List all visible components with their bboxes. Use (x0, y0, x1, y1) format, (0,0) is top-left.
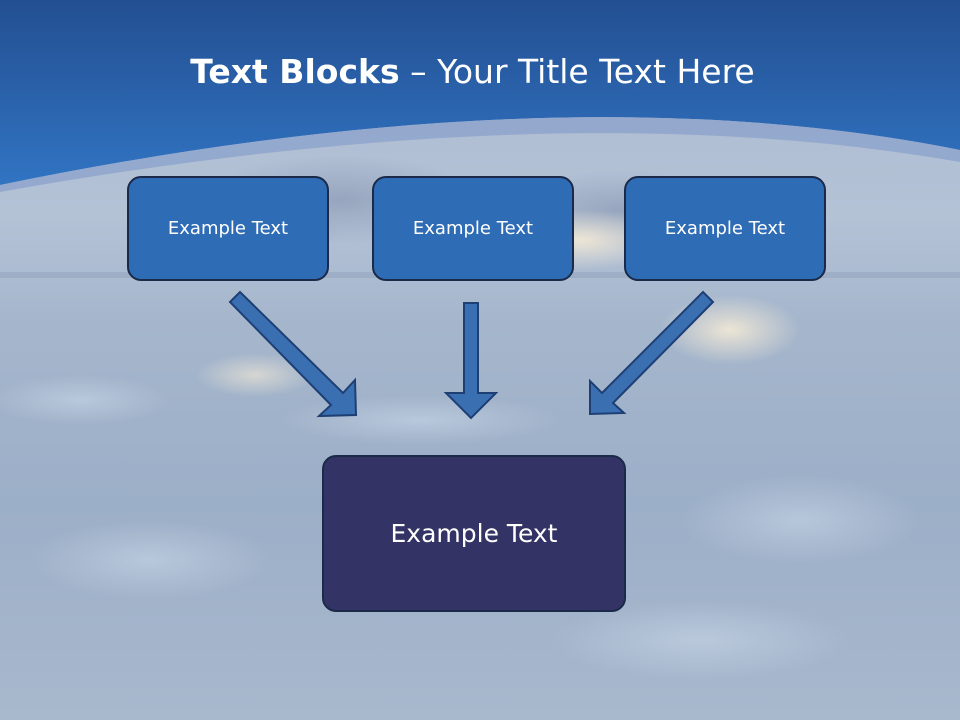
text-box-center: Example Text (372, 176, 574, 281)
text-box-right: Example Text (624, 176, 826, 281)
arrow-down-right-icon (228, 290, 358, 418)
arrow-down-left-icon (589, 290, 715, 416)
title-bold: Text Blocks (190, 52, 400, 91)
text-box-left: Example Text (127, 176, 329, 281)
slide-title: Text Blocks – Your Title Text Here (0, 52, 945, 91)
title-separator: – (399, 52, 438, 91)
arrow-down-icon (443, 302, 499, 420)
title-rest: Your Title Text Here (437, 52, 755, 91)
text-box-bottom: Example Text (322, 455, 626, 612)
